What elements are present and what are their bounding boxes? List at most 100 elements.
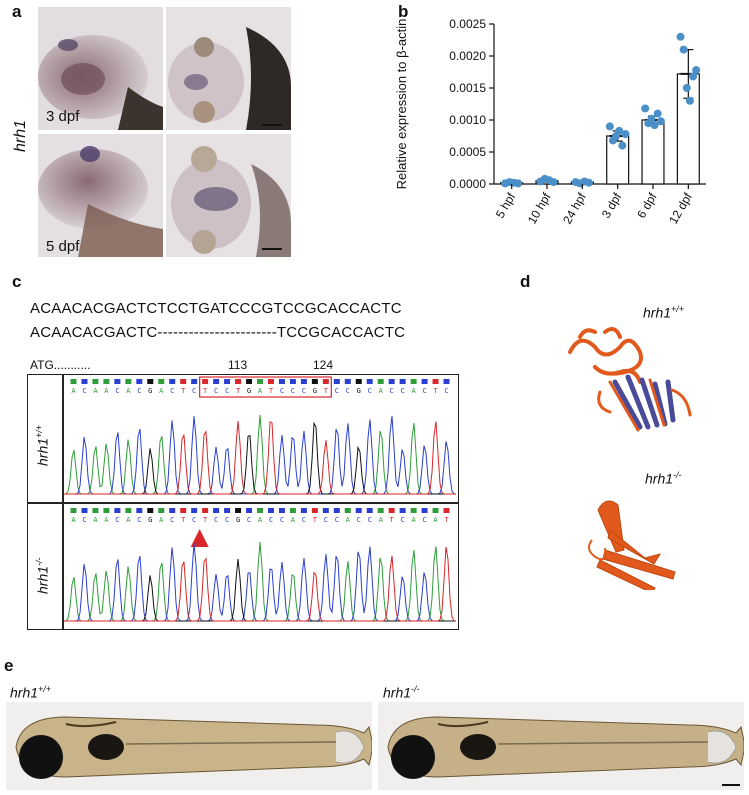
base-call-box — [158, 379, 165, 384]
base-call-box — [322, 508, 329, 513]
x-tick-label: 5 hpf — [493, 190, 519, 221]
panel-label-c: c — [12, 272, 22, 291]
base-call-box — [344, 508, 351, 513]
base-call-letter: T — [203, 516, 208, 524]
base-call-letter: A — [71, 516, 76, 524]
base-call-box — [213, 508, 220, 513]
base-call-letter: T — [269, 387, 274, 395]
larva-label-mut: hrh1-/- — [383, 684, 420, 701]
data-point — [689, 72, 698, 81]
data-point — [653, 109, 662, 118]
base-call-letter: T — [390, 516, 395, 524]
base-call-box — [70, 508, 77, 513]
base-call-letter: C — [225, 516, 229, 524]
position-124: 124 — [313, 358, 334, 372]
base-call-letter: C — [82, 516, 86, 524]
base-call-box — [322, 379, 329, 384]
base-call-letter: C — [82, 387, 86, 395]
base-call-letter: A — [93, 387, 98, 395]
mutant-sequence: ACAACACGACTC-----------------------TCCGC… — [30, 324, 406, 341]
base-call-box — [70, 379, 77, 384]
base-call-letter: T — [181, 516, 186, 524]
base-call-box — [224, 379, 231, 384]
wildtype-sequence: ACAACACGACTCTCCTGATCCCGTCCGCACCACTC — [30, 300, 402, 317]
base-call-letter: A — [433, 516, 438, 524]
data-point — [514, 179, 523, 188]
base-call-box — [443, 508, 450, 513]
base-call-letter: C — [444, 387, 448, 395]
genotype-label-mut: hrh1-/- — [34, 557, 51, 594]
stage-label-5dpf: 5 dpf — [46, 238, 80, 255]
base-call-letter: C — [390, 387, 394, 395]
data-point — [676, 32, 685, 41]
base-call-letter: C — [401, 516, 405, 524]
base-call-letter: A — [71, 387, 76, 395]
y-tick-label: 0.0020 — [449, 49, 486, 63]
chromatogram-box — [27, 374, 459, 630]
base-call-letter: G — [148, 387, 152, 395]
base-call-letter: A — [379, 516, 384, 524]
base-call-letter: C — [192, 387, 196, 395]
base-call-letter: C — [401, 387, 405, 395]
trace-c — [64, 415, 456, 495]
base-call-letter: C — [137, 387, 141, 395]
base-call-box — [103, 379, 110, 384]
base-call-box — [114, 508, 121, 513]
base-call-letter: G — [357, 387, 361, 395]
scale-bar-top — [262, 124, 282, 126]
base-call-letter: C — [357, 516, 361, 524]
data-point — [647, 114, 656, 123]
trace-a — [64, 414, 456, 495]
base-call-letter: C — [269, 516, 273, 524]
base-call-box — [81, 379, 88, 384]
base-call-letter: T — [433, 387, 438, 395]
base-call-letter: A — [411, 516, 416, 524]
base-call-box — [224, 508, 231, 513]
base-call-box — [92, 379, 99, 384]
base-call-box — [267, 508, 274, 513]
base-call-box — [246, 508, 253, 513]
base-call-box — [235, 379, 242, 384]
base-call-letter: C — [302, 387, 306, 395]
base-call-box — [410, 508, 417, 513]
protein-label-mut: hrh1-/- — [645, 470, 682, 487]
base-call-box — [399, 508, 406, 513]
panel-label-b: b — [398, 2, 409, 21]
base-call-box — [377, 508, 384, 513]
data-point — [682, 84, 691, 92]
base-call-letter: C — [291, 387, 295, 395]
base-call-box — [432, 379, 439, 384]
base-call-letter: A — [93, 516, 98, 524]
bar — [641, 119, 665, 185]
base-call-box — [92, 508, 99, 513]
base-call-box — [257, 379, 263, 384]
base-call-box — [125, 508, 132, 513]
base-call-box — [289, 379, 296, 384]
base-call-box — [213, 379, 220, 384]
base-call-letter: C — [214, 516, 218, 524]
base-call-letter: A — [104, 516, 109, 524]
base-call-letter: G — [247, 387, 251, 395]
base-call-box — [388, 508, 395, 513]
x-tick-label: 3 dpf — [599, 190, 625, 221]
base-call-box — [300, 379, 307, 384]
base-call-box — [289, 508, 296, 513]
data-point — [685, 96, 694, 105]
base-call-box — [388, 379, 395, 384]
deletion-arrowhead — [190, 529, 209, 547]
x-tick-label: 6 dpf — [634, 190, 660, 221]
base-call-box — [311, 508, 318, 513]
base-call-box — [399, 379, 406, 384]
trace-g — [64, 558, 456, 622]
base-call-letter: A — [258, 516, 263, 524]
base-call-box — [136, 508, 143, 513]
chromatogram-divider-horizontal — [28, 502, 458, 504]
data-point — [641, 104, 650, 113]
base-call-box — [377, 379, 384, 384]
position-113: 113 — [228, 358, 248, 372]
base-call-letter: A — [159, 516, 164, 524]
base-call-letter: G — [313, 387, 317, 395]
protein-structure-mut — [587, 500, 676, 590]
